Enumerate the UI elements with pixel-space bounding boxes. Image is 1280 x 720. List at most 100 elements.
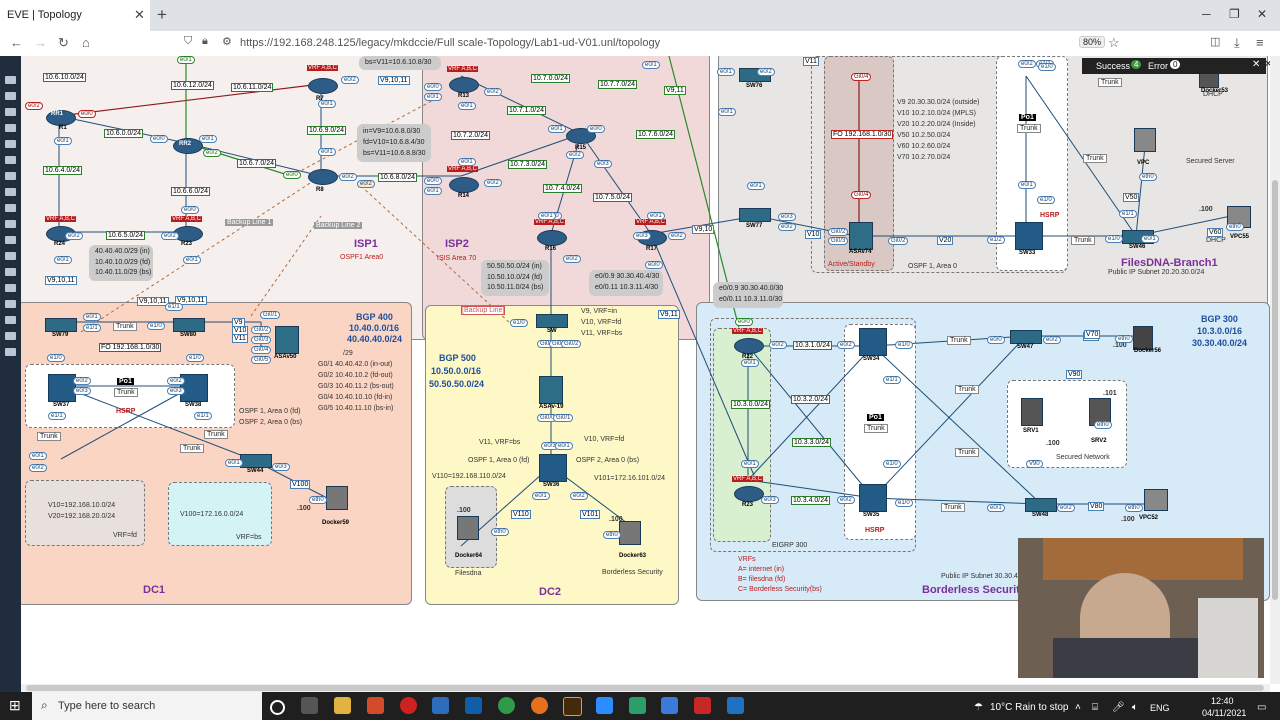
port-label[interactable]: e0/3 — [73, 387, 91, 395]
port-label[interactable]: e0/3 — [167, 387, 185, 395]
port-label[interactable]: e0/1 — [458, 102, 476, 110]
panel-close-icon[interactable]: ✕ — [1264, 59, 1273, 70]
clock-time[interactable]: 12:40 — [1211, 696, 1234, 706]
port-label[interactable]: e0/2 — [668, 232, 686, 240]
lab-details-icon[interactable] — [5, 236, 16, 244]
port-label[interactable]: e0/2 — [339, 173, 357, 181]
port-label[interactable]: e0/2 — [167, 377, 185, 385]
port-label[interactable]: Gi0/2 — [888, 237, 909, 245]
vlan-label[interactable]: V101 — [580, 510, 601, 519]
zoom-icon[interactable] — [5, 204, 16, 212]
subnet-label[interactable]: 10.7.6.0/24 — [636, 130, 676, 139]
r24-subnet-note[interactable]: 40.40.40.0/29 (in) 10.40.10.0/29 (fd) 10… — [89, 245, 153, 281]
vlan-label[interactable]: V9,10,11 — [175, 296, 207, 305]
port-label[interactable]: e1/0 — [1038, 63, 1056, 71]
logout-icon[interactable] — [5, 284, 16, 292]
port-label[interactable]: e0/3 — [272, 463, 290, 471]
port-label[interactable]: e1/0 — [186, 354, 204, 362]
router-rr1[interactable] — [46, 110, 76, 126]
port-label[interactable]: e0/3 — [778, 213, 796, 221]
port-label[interactable]: e0/2 — [757, 68, 775, 76]
subnet-label[interactable]: 10.7.5.0/24 — [593, 193, 633, 202]
port-label[interactable]: e0/1 — [225, 459, 243, 467]
vlan-label[interactable]: V20 — [937, 236, 954, 245]
host-docker63[interactable] — [619, 521, 641, 545]
forward-arrow-icon[interactable]: → — [34, 35, 47, 50]
export-icon[interactable] — [5, 348, 16, 356]
port-channel-label[interactable]: Po1 — [1019, 114, 1036, 121]
port-label[interactable]: e0/0 — [78, 110, 96, 118]
port-label[interactable]: Gi0/4 — [851, 73, 872, 81]
zoom-level-badge[interactable]: 80% — [1079, 36, 1106, 48]
vlan-label[interactable]: V9,10,11 — [137, 297, 169, 306]
port-label[interactable]: e0/0 — [424, 83, 442, 91]
vlan-label[interactable]: V9,10,11 — [378, 76, 410, 85]
vlan-label[interactable]: V110 — [511, 510, 531, 519]
tools-icon[interactable] — [5, 300, 16, 308]
port-label[interactable]: e0/2 — [161, 232, 179, 240]
trunk-label[interactable]: Trunk — [1083, 154, 1107, 163]
restore-window-icon[interactable]: ❐ — [1229, 7, 1240, 21]
port-channel-label[interactable]: Po1 — [117, 378, 134, 385]
port-label[interactable]: e0/2 — [65, 232, 83, 240]
subnet-label[interactable]: 10.3.4.0/24 — [791, 496, 831, 505]
router-r16[interactable] — [537, 230, 567, 246]
freeze-icon[interactable] — [5, 332, 16, 340]
port-label[interactable]: e0/2 — [837, 341, 855, 349]
switch-sw80[interactable] — [173, 318, 205, 332]
trunk-label[interactable]: Trunk — [941, 503, 965, 512]
port-label[interactable]: e0/2 — [73, 377, 91, 385]
subnet-label[interactable]: 10.6.8.0/24 — [378, 173, 418, 182]
file-explorer-icon[interactable] — [334, 697, 351, 714]
firewall-asav74[interactable] — [849, 222, 873, 250]
port-label[interactable]: e0/0 — [150, 135, 168, 143]
minimize-window-icon[interactable]: ─ — [1202, 7, 1211, 21]
port-label[interactable]: e0/2 — [1057, 504, 1075, 512]
backup-line-2-label[interactable]: Backup Line 2 — [314, 222, 363, 229]
l3-switch-sw36[interactable] — [539, 454, 567, 482]
vscode-icon[interactable] — [727, 697, 744, 714]
port-label[interactable]: e0/3 — [633, 232, 651, 240]
vlan-label[interactable]: V90 — [1066, 370, 1083, 379]
backup-line-1-label[interactable]: Backup Line 1 — [225, 219, 274, 226]
home-icon[interactable]: ⌂ — [82, 35, 90, 50]
language-indicator[interactable]: ENG — [1150, 703, 1170, 713]
workbook-icon[interactable] — [5, 316, 16, 324]
port-label[interactable]: e1/0 — [47, 354, 65, 362]
url-bar[interactable]: https://192.168.248.125/legacy/mkdccie/F… — [240, 37, 661, 49]
l3-switch-sw35[interactable] — [859, 484, 887, 512]
acrobat-icon[interactable] — [694, 697, 711, 714]
server-srv1[interactable] — [1021, 398, 1043, 426]
router-r23-borderless[interactable] — [734, 486, 764, 502]
port-label[interactable]: eth0 — [1115, 335, 1133, 343]
topology-canvas[interactable]: ISP1 OSPF1 Area0 ISP2 ISIS Area 70 Files… — [21, 56, 1270, 684]
subnet-label[interactable]: 10.6.4.0/24 — [43, 166, 83, 175]
horizontal-scrollbar-thumb[interactable] — [26, 685, 1264, 691]
port-label[interactable]: e1/0 — [1037, 196, 1055, 204]
port-label[interactable]: e0/2 — [484, 88, 502, 96]
vlan-label[interactable]: V80 — [1088, 502, 1105, 511]
router-r22[interactable] — [734, 338, 764, 354]
host-vpc[interactable] — [1134, 128, 1156, 152]
subnet-label[interactable]: 10.7.7.0/24 — [598, 80, 638, 89]
pictures-icon[interactable] — [5, 140, 16, 148]
port-label[interactable]: e1/0 — [895, 499, 913, 507]
l3-switch-sw33[interactable] — [1015, 222, 1043, 250]
port-label[interactable]: Gi0/2 — [828, 228, 849, 236]
port-label[interactable]: e0/2 — [769, 341, 787, 349]
port-label[interactable]: e0/3 — [761, 496, 779, 504]
port-label[interactable]: eth0 — [1226, 223, 1244, 231]
trunk-label[interactable]: Trunk — [113, 322, 137, 331]
app-icon[interactable] — [432, 697, 449, 714]
port-label[interactable]: e0/1 — [177, 56, 195, 64]
port-label[interactable]: e1/0 — [510, 319, 528, 327]
subnet-label[interactable]: 10.7.3.0/24 — [508, 160, 548, 169]
lock-lab-icon[interactable] — [5, 252, 16, 260]
port-label[interactable]: e0/2 — [357, 180, 375, 188]
port-label[interactable]: e0/1 — [183, 256, 201, 264]
port-label[interactable]: e0/0 — [283, 171, 301, 179]
port-label[interactable]: e0/2 — [566, 151, 584, 159]
port-label[interactable]: e0/1 — [532, 492, 550, 500]
subnet-label[interactable]: 10.6.0.0/24 — [104, 129, 144, 138]
vlan-label[interactable]: V10 — [805, 230, 822, 239]
